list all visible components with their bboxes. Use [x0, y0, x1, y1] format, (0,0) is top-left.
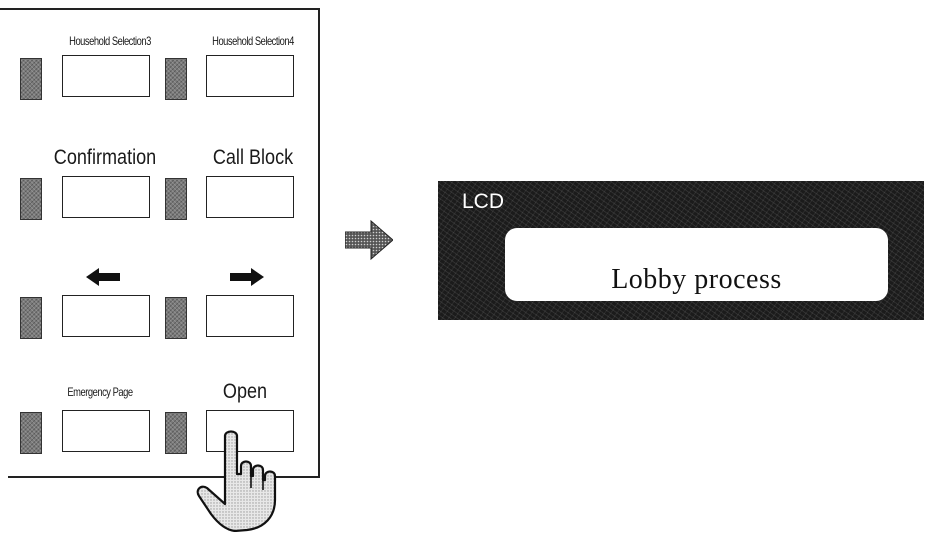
lcd-screen — [505, 228, 888, 301]
left-arrow-icon — [86, 268, 120, 286]
right-led-icon — [165, 297, 187, 339]
household-selection3-button[interactable] — [62, 55, 150, 97]
panel-right-edge — [318, 8, 320, 478]
left-led-icon — [20, 297, 42, 339]
call-block-label: Call Block — [212, 146, 294, 169]
household-selection3-led-icon — [20, 58, 42, 100]
household-selection4-label: Household Selection4 — [212, 34, 294, 48]
household-selection4-button[interactable] — [206, 55, 294, 97]
emergency-page-led-icon — [20, 412, 42, 454]
confirmation-led-icon — [20, 178, 42, 220]
panel-top-edge — [0, 8, 320, 10]
confirmation-button[interactable] — [62, 176, 150, 218]
open-led-icon — [165, 412, 187, 454]
household-selection3-label: Household Selection3 — [69, 34, 151, 48]
call-block-button[interactable] — [206, 176, 294, 218]
lcd-message: Lobby process — [611, 264, 782, 295]
panel-bottom-edge — [8, 476, 320, 478]
call-block-led-icon — [165, 178, 187, 220]
right-button[interactable] — [206, 295, 294, 337]
confirmation-label: Confirmation — [53, 146, 157, 169]
open-button[interactable] — [206, 410, 294, 452]
household-selection4-led-icon — [165, 58, 187, 100]
pointing-hand-icon — [196, 430, 277, 532]
right-arrow-icon — [230, 268, 264, 286]
left-button[interactable] — [62, 295, 150, 337]
emergency-page-label: Emergency Page — [67, 385, 133, 399]
flow-right-arrow-icon — [345, 219, 393, 261]
emergency-page-button[interactable] — [62, 410, 150, 452]
lcd-title: LCD — [462, 190, 505, 213]
open-label: Open — [222, 380, 268, 403]
